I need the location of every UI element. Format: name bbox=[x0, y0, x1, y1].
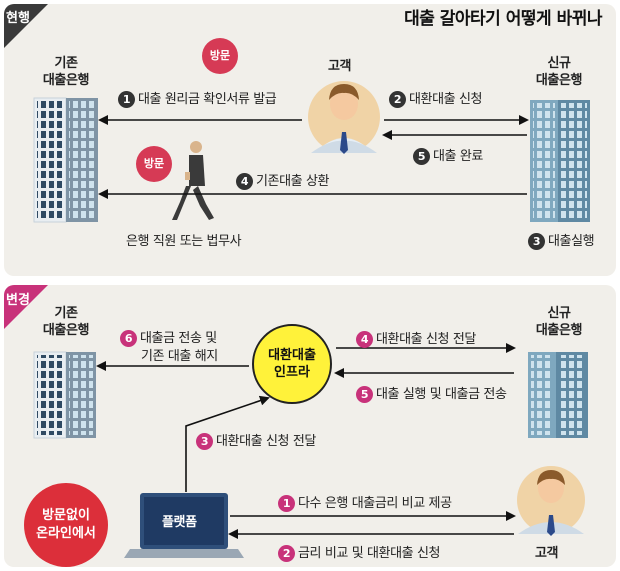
old-bank-building-icon bbox=[33, 97, 98, 223]
new-bank-bottom-label: 신규 대출은행 bbox=[528, 305, 590, 339]
b-step2-text: 금리 비교 및 대환대출 신청 bbox=[298, 546, 441, 561]
current-tag: 현행 bbox=[6, 11, 30, 26]
old-bank-bottom-line1: 기존 bbox=[54, 306, 78, 321]
step5-text: 대출 완료 bbox=[433, 149, 483, 164]
b-step4-number: 4 bbox=[356, 331, 373, 348]
customer-avatar-icon bbox=[308, 81, 380, 154]
b-step6-line2: 기존 대출 해지 bbox=[141, 349, 218, 364]
new-bank-building-bottom-icon bbox=[528, 352, 588, 438]
step2-text: 대환대출 신청 bbox=[409, 92, 483, 107]
step4-number: 4 bbox=[236, 173, 253, 190]
visit-badge: 방문 bbox=[202, 38, 238, 74]
laptop-icon bbox=[124, 493, 244, 558]
changed-tag: 변경 bbox=[6, 293, 30, 308]
b-step1-number: 1 bbox=[278, 495, 295, 512]
offline-badge-line1: 방문없이 bbox=[42, 508, 90, 523]
new-bank-bottom-line2: 대출은행 bbox=[535, 323, 583, 338]
offline-badge-line2: 온라인에서 bbox=[36, 526, 96, 541]
new-bank-building-icon bbox=[530, 100, 590, 222]
old-bank-label: 기존 대출은행 bbox=[38, 55, 94, 89]
step5-number: 5 bbox=[413, 148, 430, 165]
infra-line1: 대환대출 bbox=[268, 348, 316, 363]
arrow-b-step3 bbox=[185, 395, 270, 492]
b-step6-number: 6 bbox=[120, 330, 137, 347]
infra-line2: 인프라 bbox=[274, 365, 310, 380]
new-bank-label-line2: 대출은행 bbox=[535, 73, 583, 88]
old-bank-building-bottom-icon bbox=[33, 351, 96, 439]
b-step4-text: 대환대출 신청 전달 bbox=[376, 332, 476, 347]
old-bank-label-line2: 대출은행 bbox=[42, 73, 90, 88]
step2-number: 2 bbox=[389, 91, 406, 108]
loan-switch-infra-node: 대환대출 인프라 bbox=[252, 324, 332, 404]
customer-bottom-label: 고객 bbox=[535, 546, 559, 561]
b-step3-number: 3 bbox=[196, 433, 213, 450]
page-title: 대출 갈아타기 어떻게 바뀌나 bbox=[404, 9, 602, 29]
old-bank-bottom-label: 기존 대출은행 bbox=[38, 305, 94, 339]
visit-badge-2: 방문 bbox=[136, 146, 172, 182]
current-tag-corner bbox=[4, 4, 48, 48]
step4-text: 기존대출 상환 bbox=[256, 174, 330, 189]
b-step6-line1: 대출금 전송 및 bbox=[140, 331, 217, 346]
customer-avatar-bottom-icon bbox=[517, 466, 585, 536]
step3-text: 대출실행 bbox=[548, 234, 595, 249]
staff-label: 은행 직원 또는 법무사 bbox=[126, 234, 242, 249]
offline-badge: 방문없이 온라인에서 bbox=[24, 483, 108, 567]
b-step2-number: 2 bbox=[278, 545, 295, 562]
walking-staff-icon bbox=[172, 141, 214, 220]
new-bank-bottom-line1: 신규 bbox=[547, 306, 571, 321]
b-step5-number: 5 bbox=[356, 386, 373, 403]
old-bank-bottom-line2: 대출은행 bbox=[42, 323, 90, 338]
step1-text: 대출 원리금 확인서류 발급 bbox=[138, 92, 277, 107]
b-step5-text: 대출 실행 및 대출금 전송 bbox=[376, 387, 507, 402]
changed-tag-corner bbox=[4, 285, 48, 329]
step3-number: 3 bbox=[528, 233, 545, 250]
old-bank-label-line1: 기존 bbox=[54, 56, 78, 71]
platform-label: 플랫폼 bbox=[162, 515, 197, 530]
customer-label: 고객 bbox=[328, 59, 352, 74]
b-step3-text: 대환대출 신청 전달 bbox=[216, 434, 316, 449]
b-step1-text: 다수 은행 대출금리 비교 제공 bbox=[298, 496, 452, 511]
step1-number: 1 bbox=[118, 91, 135, 108]
new-bank-label-line1: 신규 bbox=[547, 56, 571, 71]
new-bank-label: 신규 대출은행 bbox=[528, 55, 590, 89]
current-process-panel bbox=[4, 4, 616, 276]
